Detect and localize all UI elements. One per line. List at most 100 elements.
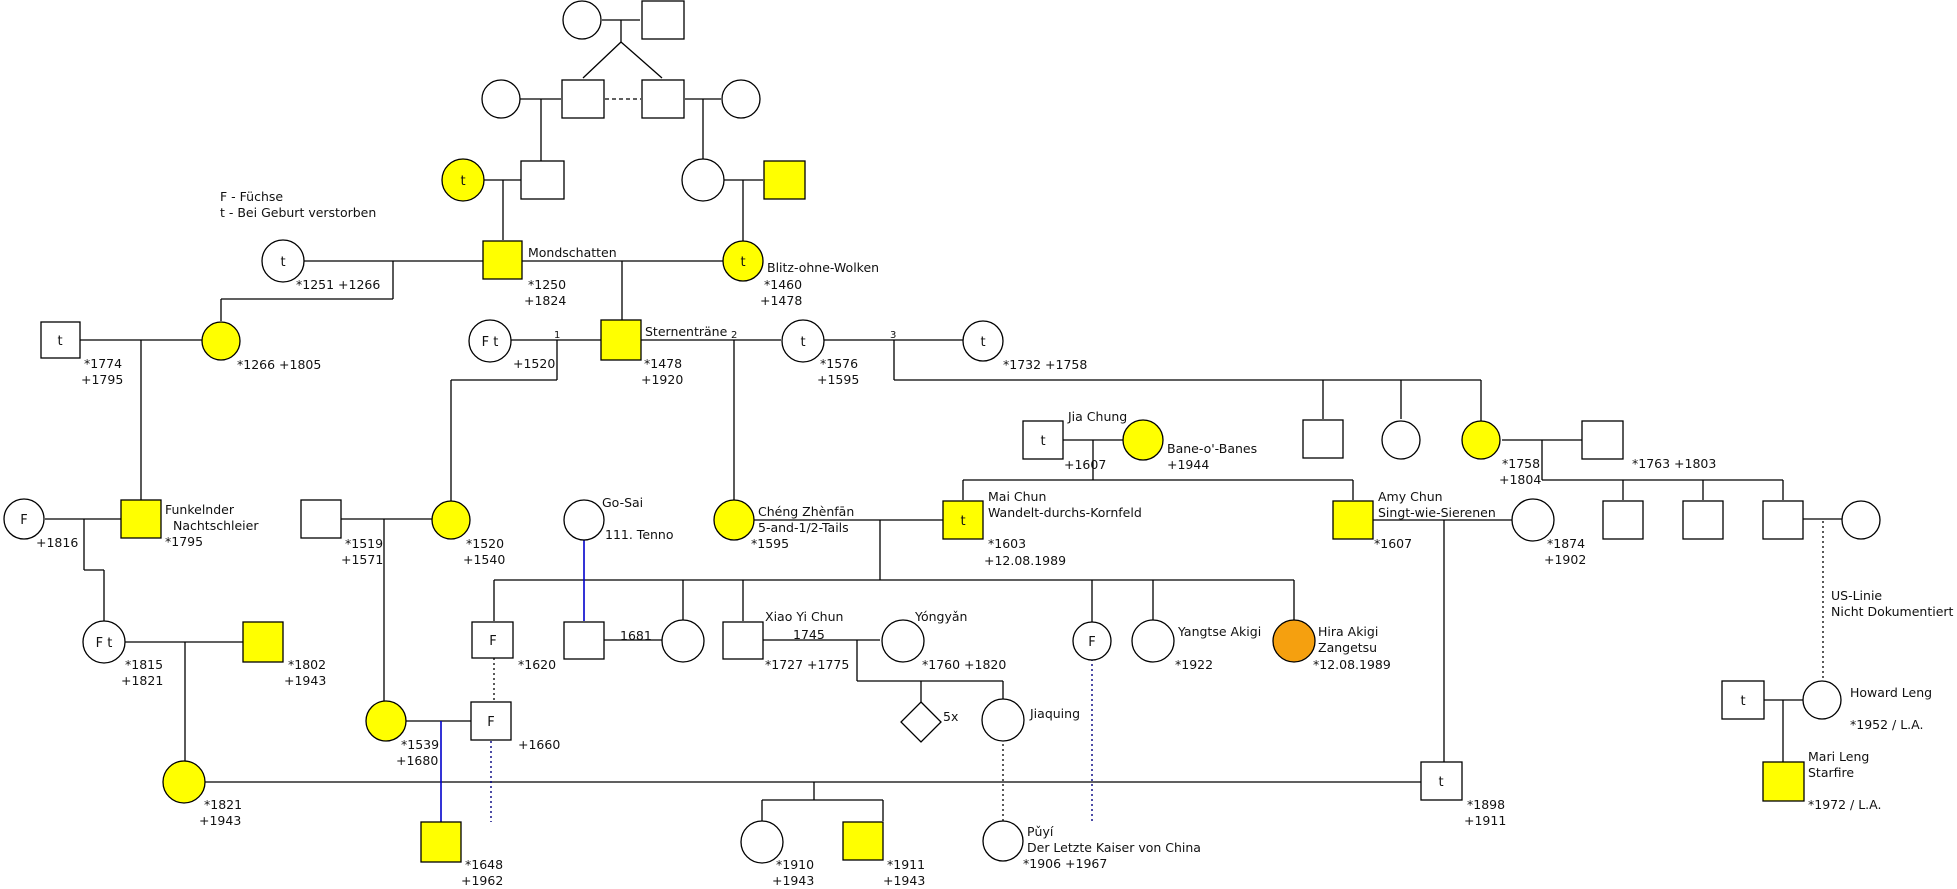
female-white [681, 158, 725, 202]
name-xiao-yi-chun: Xiao Yi Chun [765, 609, 843, 624]
legend-stillborn: t - Bei Geburt verstorben [220, 205, 376, 220]
dates-1911: +1943 [883, 873, 925, 888]
male-white [1022, 420, 1064, 460]
female-white [3, 498, 45, 540]
dates-yongyan: *1760 +1820 [922, 657, 1006, 672]
dates-1763: *1763 +1803 [1632, 456, 1716, 471]
marker-t: t [1040, 434, 1045, 449]
dates-1802: *1802 [288, 657, 326, 672]
dates-1774: +1795 [81, 372, 123, 387]
male-yellow [1762, 761, 1805, 802]
marker-t: t [1740, 694, 1745, 709]
female-white [481, 79, 521, 119]
male-white [1602, 500, 1644, 540]
dates-1758: +1804 [1499, 472, 1541, 487]
dates-1821: +1943 [199, 813, 241, 828]
title-tenno: 111. Tenno [605, 527, 674, 542]
dates-1266: *1266 +1805 [237, 357, 321, 372]
name-mari-leng: Mari Leng [1808, 749, 1869, 764]
dates-1815: *1815 [125, 657, 163, 672]
female-white [563, 499, 605, 541]
name-hira: Zangetsu [1318, 640, 1377, 655]
male-white [1762, 500, 1804, 540]
male-white [1721, 680, 1765, 720]
note-us-line: US-Linie [1831, 588, 1882, 603]
male-white [563, 621, 605, 660]
dates-1910: *1910 [776, 857, 814, 872]
female-white [468, 319, 512, 363]
female-yellow [1461, 420, 1501, 460]
dates-1898: *1898 [1467, 797, 1505, 812]
name-jia-chung: Jia Chung [1067, 409, 1127, 424]
name-amy-chun: Singt-wie-Sierenen [1378, 505, 1496, 520]
legend: F - Füchse t - Bei Geburt verstorben [220, 189, 376, 220]
female-yellow [162, 760, 206, 804]
female-white [740, 820, 784, 864]
marker-f: F [1088, 635, 1095, 650]
female-yellow [1122, 419, 1164, 461]
female-white [881, 619, 925, 663]
dates-1648: +1962 [461, 873, 503, 888]
dates-howard-leng: *1952 / L.A. [1850, 717, 1923, 732]
dates-sternentrane: *1478 [644, 356, 682, 371]
dates-mondschatten: +1824 [524, 293, 566, 308]
dates-1898: +1911 [1464, 813, 1506, 828]
female-yellow [431, 500, 471, 540]
dates-1519: *1519 [345, 536, 383, 551]
name-amy-chun: Amy Chun [1378, 489, 1443, 504]
name-cheng: Chéng Zhènfān [758, 504, 854, 519]
male-white [641, 79, 685, 119]
dates-1520: +1540 [463, 552, 505, 567]
female-white [82, 620, 126, 664]
marker-ft: F t [96, 636, 113, 651]
diamond-multiple [900, 701, 942, 743]
name-hira: Hira Akigi [1318, 624, 1378, 639]
dates-1911: *1911 [887, 857, 925, 872]
male-yellow [420, 821, 462, 863]
marker-t: t [1438, 775, 1443, 790]
female-white [1381, 420, 1421, 460]
male-yellow [600, 319, 642, 361]
name-cheng: 5-and-1/2-Tails [758, 520, 849, 535]
dates-1520: *1520 [466, 536, 504, 551]
dates-mai-chun: *1603 [988, 536, 1026, 551]
name-mai-chun: Mai Chun [988, 489, 1046, 504]
female-yellow [201, 321, 241, 361]
male-yellow [763, 160, 806, 200]
special-connectors [440, 521, 1824, 822]
dates-f1816: +1816 [36, 535, 78, 550]
dates-1519: +1571 [341, 552, 383, 567]
female-yellow [722, 240, 764, 282]
female-white [1511, 498, 1555, 542]
dates-mondschatten: *1250 [528, 277, 566, 292]
male-yellow [120, 499, 162, 539]
dates-puyi: *1906 +1967 [1023, 856, 1107, 871]
name-mai-chun: Wandelt-durchs-Kornfeld [988, 505, 1142, 520]
dates-blitz: *1460 [764, 277, 802, 292]
marker-t: t [960, 514, 965, 529]
note-us-line: Nicht Dokumentiert [1831, 604, 1954, 619]
marker-t: t [800, 335, 805, 350]
dates-1910: +1943 [772, 873, 814, 888]
date-1681: 1681 [620, 628, 652, 643]
male-yellow [242, 621, 284, 663]
female-white [982, 820, 1024, 862]
name-sternentrane: Sternenträne [645, 324, 728, 339]
dates-t-left: *1251 +1266 [296, 277, 380, 292]
name-mari-leng: Starfire [1808, 765, 1854, 780]
female-yellow [713, 499, 755, 541]
marker-t: t [980, 335, 985, 350]
male-white [40, 321, 81, 359]
name-yongyan: Yóngyǎn [914, 609, 967, 624]
female-white [661, 619, 705, 663]
dates-mari-leng: *1972 / L.A. [1808, 797, 1881, 812]
marriage-number-3: 3 [890, 330, 896, 341]
name-yangtse: Yangtse Akigi [1177, 624, 1261, 639]
female-white [1072, 621, 1112, 661]
marker-ft: F t [482, 335, 499, 350]
dates-hira: *12.08.1989 [1313, 657, 1391, 672]
marker-t: t [460, 174, 465, 189]
name-howard-leng: Howard Leng [1850, 685, 1932, 700]
female-white [261, 239, 305, 283]
